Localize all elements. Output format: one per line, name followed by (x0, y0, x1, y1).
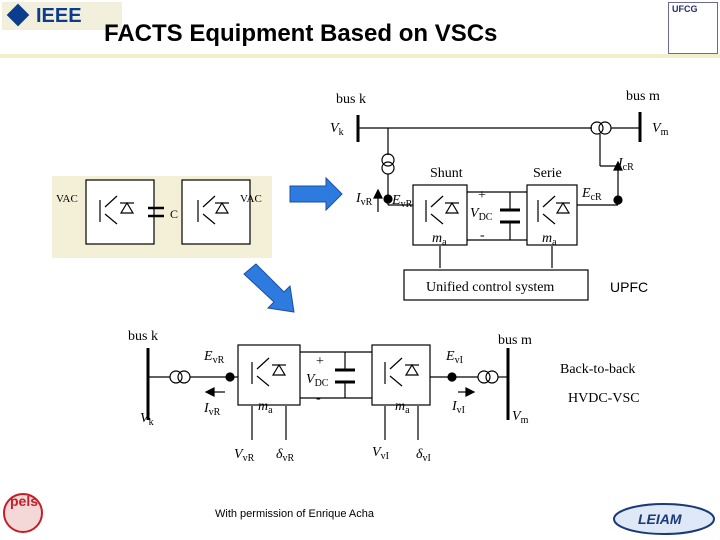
btb-label-1: Back-to-back (560, 362, 636, 377)
btb-vdc-plus: + (316, 354, 324, 369)
pels-logo (3, 493, 43, 533)
vac-right-label: VAC (240, 193, 262, 205)
upfc-vdc-label: VDC (470, 206, 493, 223)
btb-ivr-label: IvR (204, 401, 221, 418)
upfc-diagram (356, 112, 642, 301)
upfc-vk-label: Vk (330, 121, 344, 138)
btb-vdc-label: VDC (306, 372, 329, 389)
header-divider (0, 54, 720, 58)
btb-vk-label: Vk (140, 411, 154, 428)
btb-bus-m-label: bus m (498, 333, 532, 348)
upfc-vm-label: Vm (652, 121, 669, 138)
btb-bus-k-label: bus k (128, 329, 158, 344)
btb-vvr-label: VvR (234, 447, 255, 464)
upfc-icr-label: IcR (618, 156, 634, 173)
ufcg-logo-text: UFCG (672, 4, 698, 14)
btb-dvr-label: δvR (276, 447, 295, 464)
vac-left-label: VAC (56, 193, 78, 205)
ieee-logo: IEEE (2, 2, 122, 30)
c-label: C (170, 207, 179, 221)
upfc-ecr-label: EcR (582, 186, 602, 203)
credit-text: With permission of Enrique Acha (215, 508, 374, 520)
pels-logo-text: pels (10, 493, 39, 509)
btb-label-2: HVDC-VSC (568, 391, 640, 406)
btb-vdc-minus: - (316, 391, 321, 406)
btb-ma2-label: ma (395, 399, 410, 416)
upfc-evr-label: EvR (392, 193, 413, 210)
ieee-diamond-icon (6, 3, 30, 27)
btb-vvi-label: VvI (372, 445, 389, 462)
upfc-ma1-label: ma (432, 231, 447, 248)
btb-vm-label: Vm (512, 409, 529, 426)
ufcg-logo (668, 2, 718, 54)
leiam-logo (613, 503, 715, 535)
blue-arrows (243, 176, 343, 313)
upfc-vdc-plus: + (478, 188, 486, 203)
control-system-label: Unified control system (426, 280, 555, 295)
leiam-logo-text: LEIAM (638, 511, 682, 527)
btb-ma1-label: ma (258, 399, 273, 416)
btb-ivi-label: IvI (452, 399, 466, 416)
upfc-vdc-minus: - (480, 228, 485, 243)
page-title: FACTS Equipment Based on VSCs (104, 20, 498, 47)
vsc-equivalence (52, 176, 272, 258)
btb-evr-label: EvR (204, 349, 225, 366)
btb-diagram (146, 344, 510, 440)
upfc-label: UPFC (610, 279, 649, 295)
btb-evi-label: EvI (446, 349, 463, 366)
btb-dvi-label: δvI (416, 447, 431, 464)
upfc-bus-m-label: bus m (626, 89, 660, 104)
upfc-ma2-label: ma (542, 231, 557, 248)
serie-label: Serie (533, 166, 562, 181)
upfc-bus-k-label: bus k (336, 92, 366, 107)
shunt-label: Shunt (430, 166, 463, 181)
upfc-ivr-label: IvR (356, 191, 373, 208)
